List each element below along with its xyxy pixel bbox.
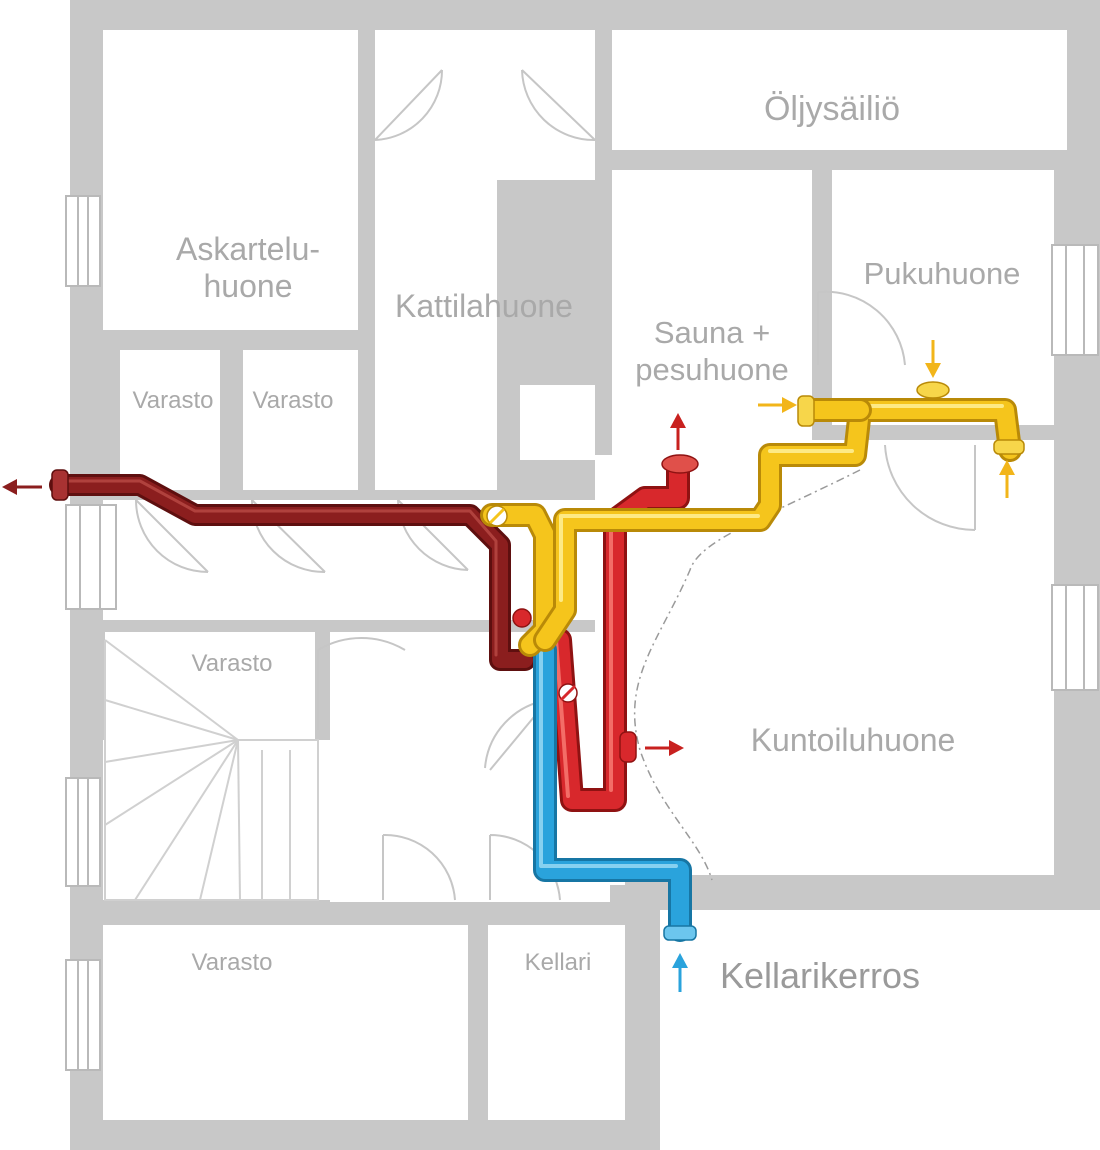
label-askartelu-2: huone [204,268,293,304]
window-east-1 [1051,244,1099,356]
room-oljysailio [612,30,1067,150]
room-shaft [520,385,595,460]
window-west-2 [65,504,117,610]
stair-outline [104,640,319,901]
window-west-3 [65,777,101,887]
room-varasto-a [120,350,220,490]
window-west-4 [65,959,101,1071]
door-kuntoilu-1 [884,444,976,532]
label-varasto-c: Varasto [192,650,273,677]
arrow-up-blue [672,953,688,992]
label-kattilahuone: Kattilahuone [395,288,573,324]
outer-wall-bottom [660,898,1100,910]
door-varasto-c [317,637,406,730]
label-kellarikerros: Kellarikerros [720,955,920,996]
room-kellari [488,925,625,1120]
duct-yellow [480,381,1025,657]
label-sauna-2: pesuhuone [635,352,788,387]
duct-dark-red [49,469,536,671]
arrow-right-yellow [758,397,797,413]
label-kuntoiluhuone: Kuntoiluhuone [751,722,956,758]
duct-blue [533,638,697,942]
label-varasto-a: Varasto [133,387,214,414]
arrow-down-yellow [925,340,941,378]
door-puku [817,290,906,366]
room-labels: Askartelu- huone Kattilahuone Öljysäiliö… [133,90,1021,996]
door-varasto-a [135,499,209,573]
arrow-out-dark-red [2,479,42,495]
arrow-up-yellow [999,460,1015,498]
label-oljysailio: Öljysäiliö [764,90,900,128]
outside-corner [660,900,1100,1150]
room-sauna [612,170,812,450]
arrow-right-red [645,740,684,756]
label-varasto-b: Varasto [253,387,334,414]
room-pukuhuone [832,170,1054,425]
door-kattila-1 [374,69,444,141]
windows [65,195,1099,1071]
ventilation-ducts [49,381,1025,942]
doors [135,69,976,901]
label-pukuhuone: Pukuhuone [864,256,1021,291]
staircase [104,639,319,901]
room-varasto-c [105,632,315,740]
door-varasto-d [382,833,456,901]
flow-arrows [2,340,1015,992]
window-west-1 [65,195,101,287]
label-askartelu-1: Askartelu- [176,231,320,267]
room-varasto-d [103,925,468,1120]
room-kattilahuone [375,150,497,490]
label-kellari: Kellari [525,949,592,976]
label-varasto-d: Varasto [192,949,273,976]
arrow-up-red [670,413,686,450]
label-sauna-1: Sauna + [654,315,770,350]
door-kattila-2 [521,69,596,142]
room-varasto-b [243,350,358,490]
room-askarteluhuone [103,30,358,330]
window-east-2 [1051,584,1099,691]
